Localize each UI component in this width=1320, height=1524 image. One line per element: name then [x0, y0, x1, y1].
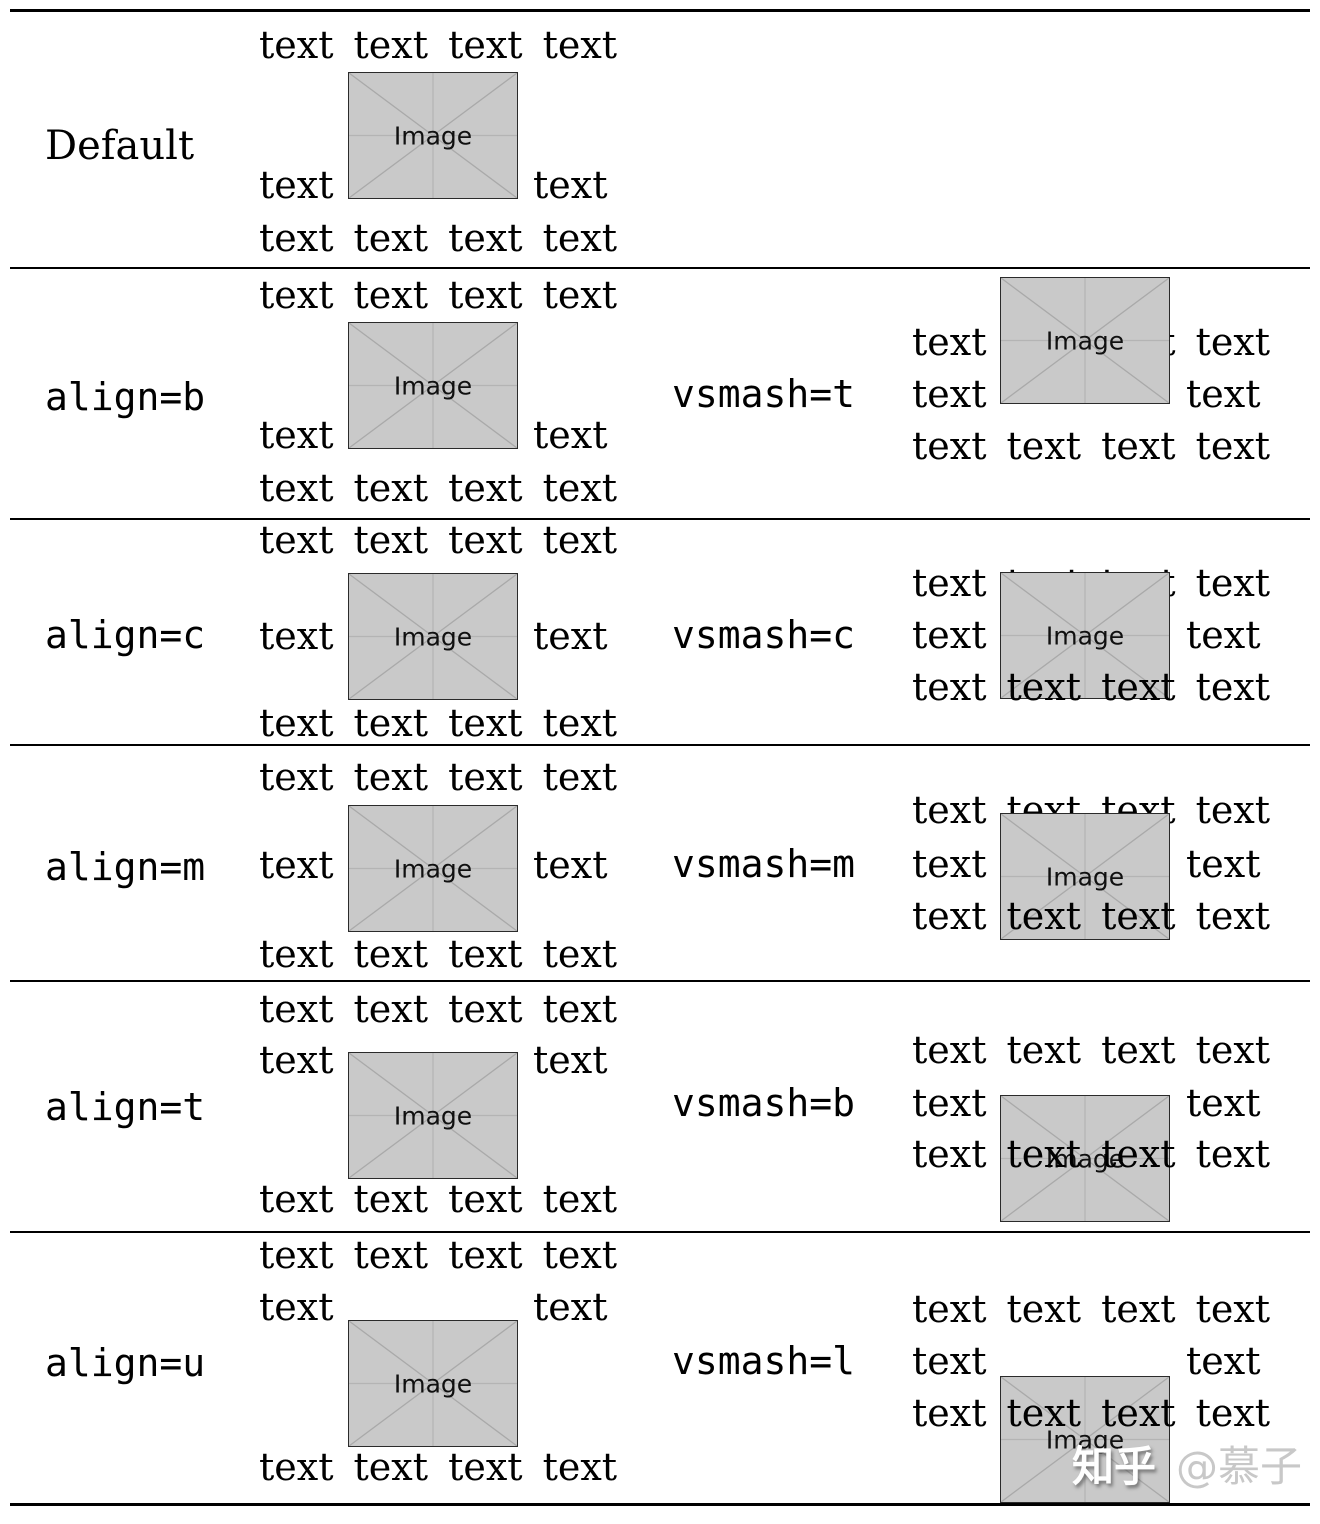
- text-word: text: [1186, 842, 1261, 886]
- text-word: text: [259, 843, 334, 887]
- placeholder-cross-icon: [349, 806, 517, 931]
- row-label-vsmash-m: vsmash=m: [672, 842, 856, 886]
- row-label-align-u: align=u: [45, 1341, 206, 1385]
- image-placeholder: Image: [348, 573, 518, 700]
- image-placeholder-label: Image: [393, 121, 473, 150]
- text-line: text text text text: [259, 755, 618, 799]
- text-line: text text text text: [912, 665, 1271, 709]
- placeholder-cross-icon: [349, 73, 517, 198]
- image-placeholder: Image: [348, 1052, 518, 1179]
- text-word: text: [912, 372, 987, 416]
- text-word: text: [259, 413, 334, 457]
- row-label-vsmash-b: vsmash=b: [672, 1081, 856, 1125]
- row-label-align-c: align=c: [45, 613, 206, 657]
- text-line: text text text text: [912, 1287, 1271, 1331]
- text-word: text: [912, 1081, 987, 1125]
- table-bottom-rule: [10, 1503, 1310, 1506]
- text-word: text: [912, 1339, 987, 1383]
- row-label-vsmash-t: vsmash=t: [672, 372, 856, 416]
- image-placeholder-label: Image: [393, 1369, 473, 1398]
- row-label-align-b: align=b: [45, 375, 206, 419]
- row-divider: [10, 518, 1310, 520]
- text-word: text: [259, 163, 334, 207]
- image-placeholder-label: Image: [393, 1101, 473, 1130]
- placeholder-cross-icon: [1001, 1096, 1169, 1221]
- row-divider: [10, 980, 1310, 982]
- text-line: text text text text: [259, 987, 618, 1031]
- image-placeholder: Image: [348, 72, 518, 199]
- text-word: text: [259, 1285, 334, 1329]
- text-line: text text text text: [912, 1391, 1271, 1435]
- text-word: text: [912, 842, 987, 886]
- text-word: text: [1186, 613, 1261, 657]
- image-placeholder: Image: [1000, 277, 1170, 404]
- placeholder-cross-icon: [349, 1053, 517, 1178]
- image-placeholder-label: Image: [1045, 1144, 1125, 1173]
- text-line: text text text text: [259, 701, 618, 745]
- image-placeholder-label: Image: [1045, 1425, 1125, 1454]
- image-placeholder: Image: [348, 322, 518, 449]
- image-placeholder-label: Image: [1045, 326, 1125, 355]
- text-line: text text text text: [259, 273, 618, 317]
- text-word: text: [533, 1038, 608, 1082]
- text-word: text: [259, 614, 334, 658]
- text-line: text text text text: [912, 424, 1271, 468]
- row-label-align-t: align=t: [45, 1085, 206, 1129]
- row-divider: [10, 744, 1310, 746]
- text-word: text: [533, 163, 608, 207]
- text-line: text text text text: [259, 23, 618, 67]
- image-placeholder: Image: [348, 1320, 518, 1447]
- text-word: text: [533, 413, 608, 457]
- placeholder-cross-icon: [1001, 814, 1169, 939]
- text-line: text text text text: [912, 894, 1271, 938]
- text-line: text text text text: [259, 216, 618, 260]
- watermark-brand: 知乎: [1072, 1442, 1157, 1491]
- text-word: text: [912, 613, 987, 657]
- text-word: text: [533, 1285, 608, 1329]
- text-line: text text text text: [259, 466, 618, 510]
- placeholder-cross-icon: [1001, 278, 1169, 403]
- placeholder-cross-icon: [349, 574, 517, 699]
- text-line: text text text text: [259, 1445, 618, 1489]
- placeholder-cross-icon: [1001, 573, 1169, 698]
- placeholder-cross-icon: [1001, 1377, 1169, 1502]
- image-placeholder-label: Image: [393, 371, 473, 400]
- image-placeholder: Image: [348, 805, 518, 932]
- text-line: text text text text: [259, 1233, 618, 1277]
- text-line: text text text text: [912, 1028, 1271, 1072]
- row-label-vsmash-l: vsmash=l: [672, 1339, 856, 1383]
- image-placeholder-label: Image: [393, 854, 473, 883]
- image-placeholder-label: Image: [393, 622, 473, 651]
- row-label-default: Default: [45, 123, 195, 169]
- text-word: text: [533, 843, 608, 887]
- text-word: text: [1186, 372, 1261, 416]
- image-placeholder-label: Image: [1045, 862, 1125, 891]
- watermark-handle: @慕子: [1176, 1442, 1303, 1491]
- row-label-align-m: align=m: [45, 845, 206, 889]
- table-top-rule: [10, 9, 1310, 12]
- row-label-vsmash-c: vsmash=c: [672, 613, 856, 657]
- image-placeholder: Image: [1000, 1095, 1170, 1222]
- image-placeholder: Image: [1000, 813, 1170, 940]
- row-divider: [10, 267, 1310, 269]
- image-placeholder: Image: [1000, 572, 1170, 699]
- text-word: text: [533, 614, 608, 658]
- text-word: text: [1186, 1081, 1261, 1125]
- image-placeholder: Image: [1000, 1376, 1170, 1503]
- text-line: text text text text: [259, 1177, 618, 1221]
- text-line: text text text text: [912, 1132, 1271, 1176]
- text-line: text text text text: [259, 518, 618, 562]
- placeholder-cross-icon: [349, 323, 517, 448]
- text-word: text: [259, 1038, 334, 1082]
- image-placeholder-label: Image: [1045, 621, 1125, 650]
- placeholder-cross-icon: [349, 1321, 517, 1446]
- text-line: text text text text: [259, 932, 618, 976]
- text-word: text: [1186, 1339, 1261, 1383]
- row-divider: [10, 1231, 1310, 1233]
